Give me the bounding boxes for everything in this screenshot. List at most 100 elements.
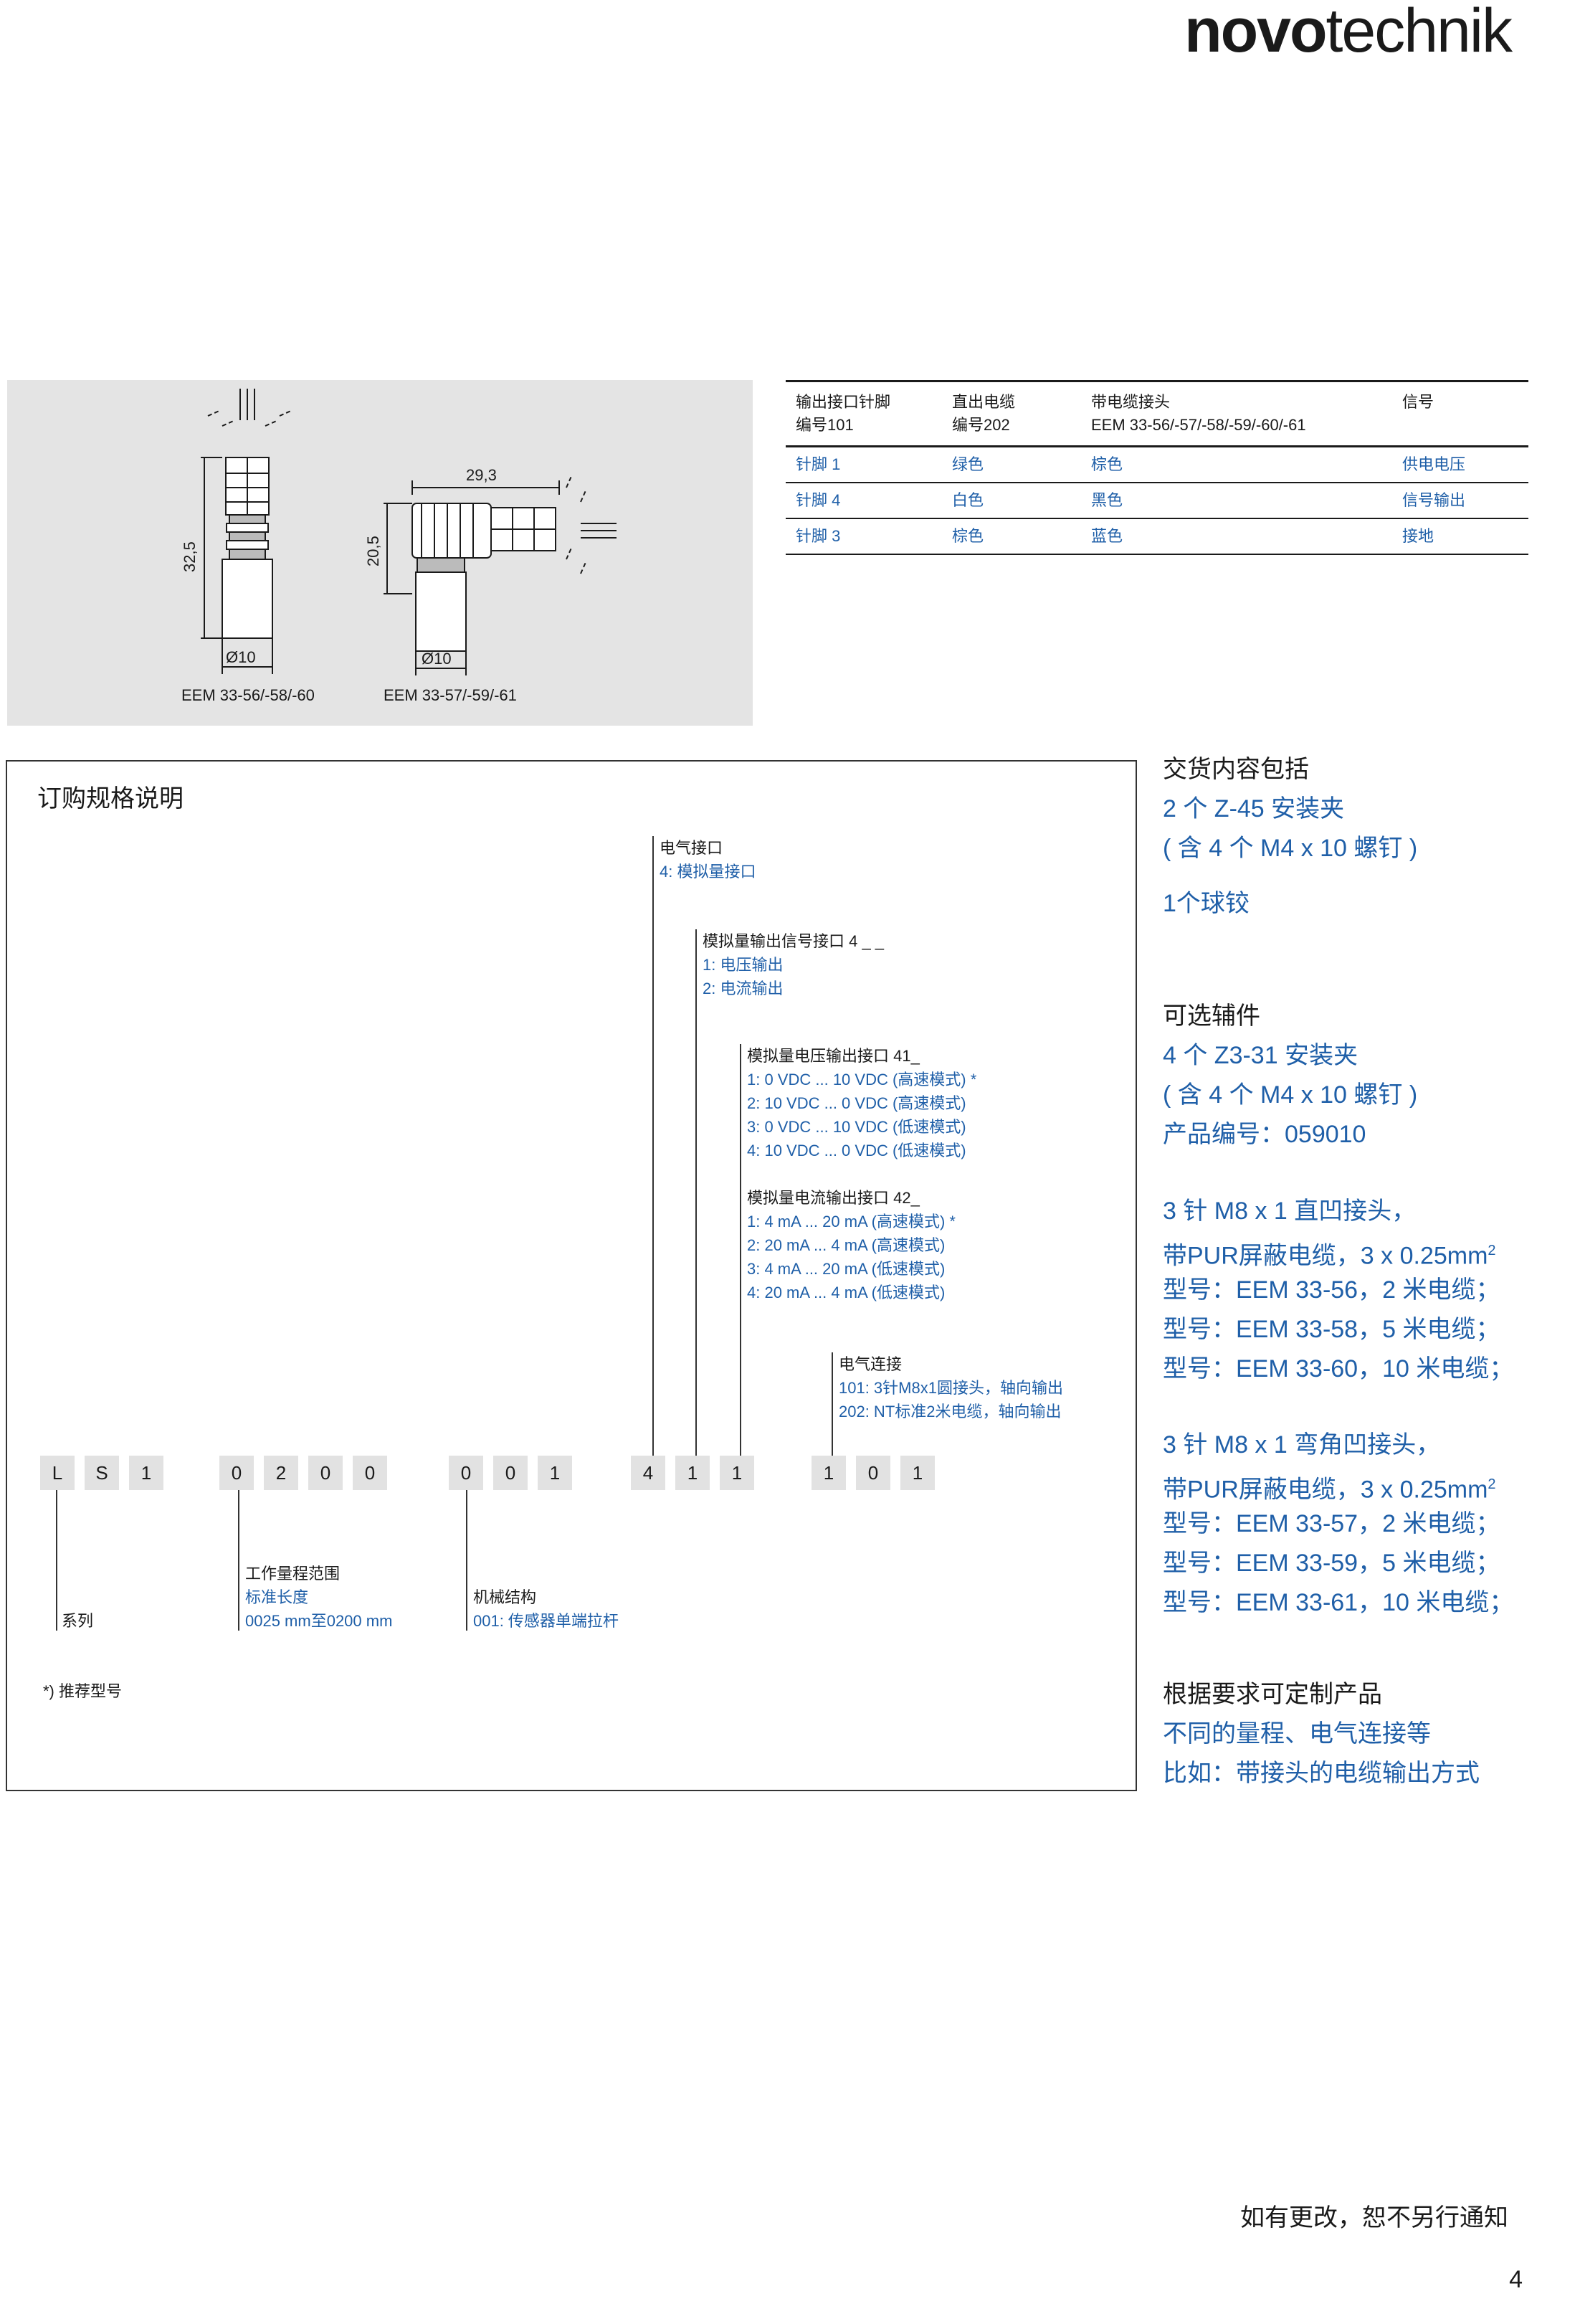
- straight-connector-figure: [201, 389, 293, 674]
- current-output-option: 1: 4 mA ... 20 mA (高速模式) *: [747, 1213, 956, 1230]
- electrical-connection-title: 电气连接: [839, 1355, 903, 1373]
- delivery-line: 1个球铰: [1163, 890, 1250, 917]
- custom-title: 根据要求可定制产品: [1163, 1681, 1382, 1708]
- logo-bold: novo: [1184, 0, 1327, 65]
- header-cable: 直出电缆编号202: [942, 380, 1081, 447]
- table-cell: 绿色: [942, 446, 1081, 483]
- angled-dim-height: 20,5: [364, 536, 382, 566]
- code-box: 2: [264, 1456, 298, 1490]
- leader-line: [466, 1490, 467, 1631]
- table-cell: 蓝色: [1081, 518, 1392, 555]
- angled-connector-model: 型号：EEM 33-57，2 米电缆；: [1163, 1510, 1500, 1537]
- leader-line: [56, 1490, 57, 1631]
- code-box: 1: [720, 1456, 754, 1490]
- leader-line: [832, 1352, 833, 1456]
- code-box: 0: [493, 1456, 528, 1490]
- electrical-interface-title: 电气接口: [660, 839, 723, 857]
- code-box: 4: [631, 1456, 665, 1490]
- angled-dim-width: 29,3: [466, 466, 497, 484]
- header-signal: 信号: [1392, 380, 1528, 447]
- angled-connector-cable: 带PUR屏蔽电缆，3 x 0.25mm2: [1163, 1476, 1496, 1504]
- series-title: 系列: [62, 1612, 94, 1630]
- electrical-interface-option: 4: 模拟量接口: [660, 863, 756, 881]
- delivery-line: 2 个 Z-45 安装夹: [1163, 795, 1345, 822]
- range-title: 工作量程范围: [245, 1565, 341, 1583]
- leader-line: [652, 836, 654, 1456]
- mechanical-option: 001: 传感器单端拉杆: [473, 1612, 619, 1630]
- range-sub: 标准长度: [245, 1588, 309, 1606]
- table-cell: 针脚 3: [786, 518, 942, 555]
- custom-line: 不同的量程、电气连接等: [1163, 1720, 1431, 1747]
- current-output-option: 2: 20 mA ... 4 mA (高速模式): [747, 1236, 946, 1254]
- angled-connector-label: EEM 33-57/-59/-61: [384, 686, 517, 704]
- code-box: 0: [856, 1456, 890, 1490]
- header-output-pin: 输出接口针脚编号101: [786, 380, 942, 447]
- change-notice: 如有更改，恕不另行通知: [1240, 2204, 1508, 2231]
- angled-connector-figure: [384, 474, 617, 675]
- electrical-connection-option: 202: NT标准2米电缆，轴向输出: [839, 1403, 1062, 1421]
- code-box: L: [40, 1456, 75, 1490]
- accessories-title: 可选辅件: [1163, 1002, 1260, 1030]
- table-cell: 信号输出: [1392, 483, 1528, 519]
- voltage-output-option: 1: 0 VDC ... 10 VDC (高速模式) *: [747, 1071, 977, 1089]
- table-cell: 供电电压: [1392, 446, 1528, 483]
- table-cell: 棕色: [1081, 446, 1392, 483]
- connector-drawing-panel: 32,5 Ø10 EEM 33-56/-58/-60 29,3 20,5 Ø10…: [7, 380, 753, 726]
- current-output-option: 3: 4 mA ... 20 mA (低速模式): [747, 1260, 946, 1278]
- custom-line: 比如：带接头的电缆输出方式: [1163, 1760, 1480, 1787]
- delivery-line: ( 含 4 个 M4 x 10 螺钉 ): [1163, 835, 1418, 862]
- range-value: 0025 mm至0200 mm: [245, 1612, 393, 1630]
- table-cell: 黑色: [1081, 483, 1392, 519]
- code-box: 0: [449, 1456, 483, 1490]
- voltage-output-title: 模拟量电压输出接口 41_: [747, 1047, 920, 1065]
- footnote: *) 推荐型号: [43, 1682, 123, 1700]
- straight-connector-model: 型号：EEM 33-60，10 米电缆；: [1163, 1355, 1514, 1382]
- straight-connector-model: 型号：EEM 33-56，2 米电缆；: [1163, 1276, 1500, 1304]
- straight-connector-model: 型号：EEM 33-58，5 米电缆；: [1163, 1316, 1500, 1343]
- novotechnik-logo: novotechnik: [1184, 0, 1513, 65]
- table-cell: 针脚 4: [786, 483, 942, 519]
- straight-dim-length: 32,5: [181, 541, 199, 572]
- straight-connector-line: 3 针 M8 x 1 直凹接头，: [1163, 1197, 1417, 1225]
- analog-signal-option: 2: 电流输出: [703, 980, 784, 997]
- table-cell: 针脚 1: [786, 446, 942, 483]
- accessories-line: 产品编号：059010: [1163, 1121, 1366, 1148]
- straight-connector-label: EEM 33-56/-58/-60: [181, 686, 315, 704]
- table-cell: 接地: [1392, 518, 1528, 555]
- voltage-output-option: 3: 0 VDC ... 10 VDC (低速模式): [747, 1118, 966, 1136]
- logo-light: technik: [1326, 0, 1513, 65]
- code-box: 1: [538, 1456, 572, 1490]
- angled-connector-line: 3 针 M8 x 1 弯角凹接头，: [1163, 1431, 1441, 1459]
- code-box: 1: [900, 1456, 935, 1490]
- code-box: S: [85, 1456, 119, 1490]
- voltage-output-option: 4: 10 VDC ... 0 VDC (低速模式): [747, 1142, 966, 1159]
- leader-line: [740, 1044, 741, 1456]
- leader-line: [238, 1490, 239, 1631]
- code-box: 0: [219, 1456, 254, 1490]
- voltage-output-option: 2: 10 VDC ... 0 VDC (高速模式): [747, 1094, 966, 1112]
- straight-connector-cable: 带PUR屏蔽电缆，3 x 0.25mm2: [1163, 1242, 1496, 1270]
- straight-dim-diameter: Ø10: [226, 648, 256, 666]
- table-row: 针脚 3 棕色 蓝色 接地: [786, 518, 1528, 555]
- connector-drawing: 32,5 Ø10 EEM 33-56/-58/-60 29,3 20,5 Ø10…: [181, 389, 617, 704]
- accessories-line: 4 个 Z3-31 安装夹: [1163, 1042, 1358, 1069]
- code-box: 1: [129, 1456, 163, 1490]
- accessories-line: ( 含 4 个 M4 x 10 螺钉 ): [1163, 1081, 1418, 1109]
- table-cell: 棕色: [942, 518, 1081, 555]
- table-cell: 白色: [942, 483, 1081, 519]
- analog-signal-option: 1: 电压输出: [703, 956, 784, 974]
- angled-dim-diameter: Ø10: [422, 650, 452, 668]
- ordering-code-box: [6, 760, 1137, 1791]
- leader-line: [695, 929, 697, 1456]
- table-row: 针脚 4 白色 黑色 信号输出: [786, 483, 1528, 519]
- table-row: 针脚 1 绿色 棕色 供电电压: [786, 446, 1528, 483]
- electrical-connection-option: 101: 3针M8x1圆接头，轴向输出: [839, 1379, 1063, 1397]
- current-output-title: 模拟量电流输出接口 42_: [747, 1189, 920, 1207]
- current-output-option: 4: 20 mA ... 4 mA (低速模式): [747, 1284, 946, 1301]
- code-box: 0: [353, 1456, 387, 1490]
- angled-connector-model: 型号：EEM 33-59，5 米电缆；: [1163, 1550, 1500, 1577]
- code-box: 1: [675, 1456, 710, 1490]
- analog-signal-title: 模拟量输出信号接口 4 _ _: [703, 932, 885, 950]
